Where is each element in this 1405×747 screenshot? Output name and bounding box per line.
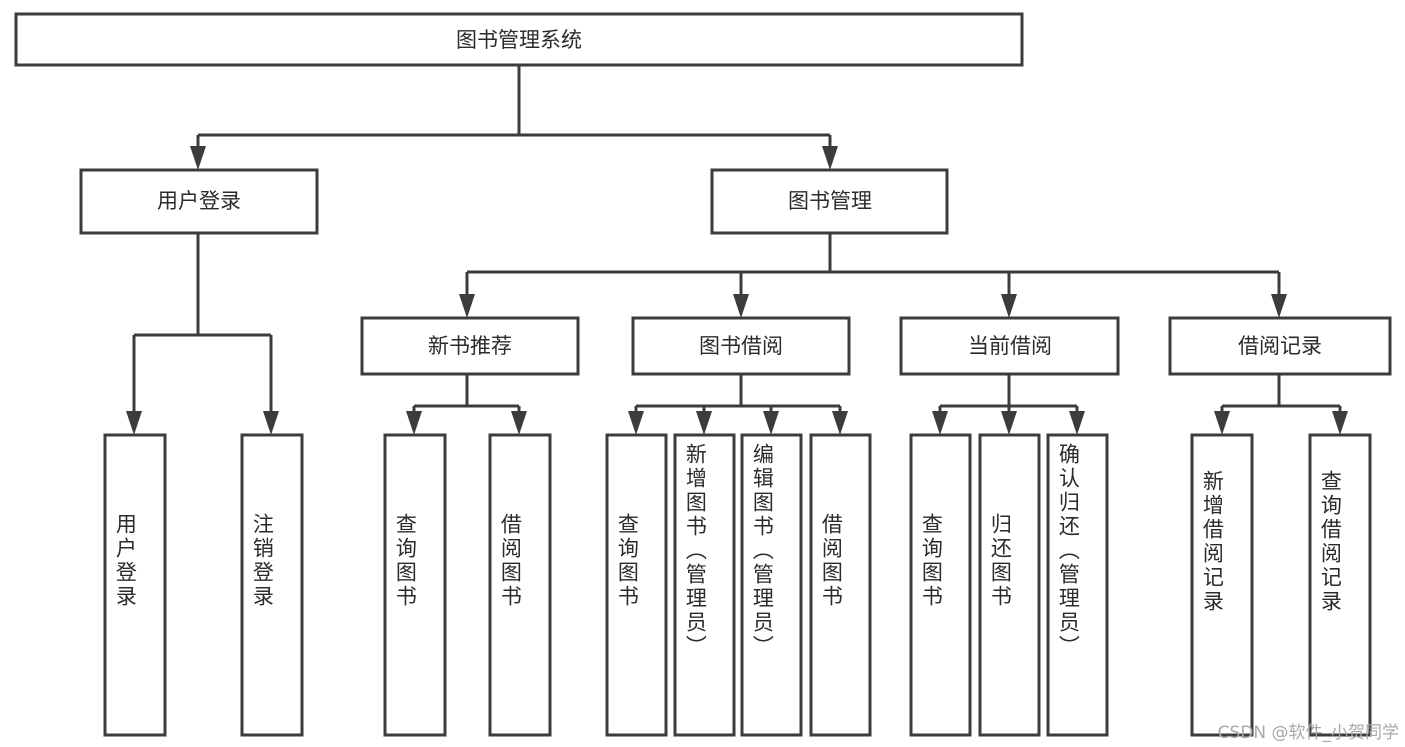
arrow-borrowrecord-leaf-1	[1214, 411, 1230, 435]
node-borrow-record-label: 借阅记录	[1238, 334, 1322, 358]
arrow-bookmgmt-child-4	[1271, 294, 1287, 318]
connector-group-book-management	[459, 233, 1287, 318]
leaf-group-book-borrow	[605, 433, 872, 737]
arrow-bookborrow-leaf-1	[628, 411, 644, 435]
arrow-borrowrecord-leaf-2	[1332, 411, 1348, 435]
node-current-borrow[interactable]: 当前借阅	[899, 316, 1120, 376]
node-book-management-box[interactable]	[710, 168, 949, 235]
node-book-borrow-label: 图书借阅	[699, 334, 783, 358]
arrow-currentborrow-leaf-1	[932, 411, 948, 435]
node-current-borrow-box[interactable]	[899, 316, 1120, 376]
arrow-bookmgmt-child-1	[459, 294, 475, 318]
arrow-currentborrow-leaf-3	[1069, 411, 1085, 435]
leaf-box-current-borrow-3[interactable]	[1046, 433, 1109, 737]
arrow-newbook-leaf-2	[511, 411, 527, 435]
leaf-box-book-borrow-1[interactable]	[605, 433, 668, 737]
arrow-bookmgmt-child-3	[1001, 294, 1017, 318]
node-user-login[interactable]: 用户登录	[79, 168, 319, 235]
node-root-label: 图书管理系统	[456, 28, 582, 52]
leaf-box-book-borrow-4[interactable]	[809, 433, 872, 737]
node-book-management-label: 图书管理	[788, 189, 872, 213]
node-new-book-recommend-box[interactable]	[360, 316, 580, 376]
arrow-root-to-bookmgmt	[822, 146, 838, 170]
leaf-group-new-book	[383, 433, 552, 737]
connector-group-root	[190, 65, 838, 170]
connector-group-borrow-record	[1214, 374, 1348, 435]
node-root[interactable]: 图书管理系统	[14, 12, 1024, 67]
connector-group-new-book	[406, 374, 527, 435]
leaf-box-borrow-record-2[interactable]	[1308, 433, 1372, 737]
arrow-bookborrow-leaf-3	[763, 411, 779, 435]
connector-group-current-borrow	[932, 374, 1085, 435]
leaf-box-user-login-1[interactable]	[103, 433, 167, 737]
arrow-login-leaf-2	[263, 411, 279, 435]
node-borrow-record-box[interactable]	[1168, 316, 1392, 376]
node-borrow-record[interactable]: 借阅记录	[1168, 316, 1392, 376]
node-current-borrow-label: 当前借阅	[968, 334, 1052, 358]
node-root-box[interactable]	[14, 12, 1024, 67]
arrow-newbook-leaf-1	[406, 411, 422, 435]
node-book-borrow-box[interactable]	[631, 316, 851, 376]
node-new-book-recommend[interactable]: 新书推荐	[360, 316, 580, 376]
node-new-book-recommend-label: 新书推荐	[428, 334, 512, 358]
arrow-bookborrow-leaf-4	[832, 411, 848, 435]
leaf-box-book-borrow-3[interactable]	[740, 433, 803, 737]
arrow-bookmgmt-child-2	[733, 294, 749, 318]
leaf-box-new-book-2[interactable]	[488, 433, 552, 737]
arrow-root-to-login	[190, 146, 206, 170]
node-user-login-box[interactable]	[79, 168, 319, 235]
leaf-box-new-book-1[interactable]	[383, 433, 447, 737]
leaf-group-current-borrow	[909, 433, 1109, 737]
leaf-box-user-login-2[interactable]	[240, 433, 304, 737]
leaf-box-current-borrow-2[interactable]	[978, 433, 1041, 737]
arrow-login-leaf-1	[126, 411, 142, 435]
node-book-borrow[interactable]: 图书借阅	[631, 316, 851, 376]
connector-group-book-borrow	[628, 374, 848, 435]
connector-group-user-login	[126, 233, 279, 435]
node-user-login-label: 用户登录	[157, 189, 241, 213]
leaf-box-borrow-record-1[interactable]	[1190, 433, 1254, 737]
csdn-watermark: CSDN @软件_小贺同学	[1217, 723, 1399, 743]
node-book-management[interactable]: 图书管理	[710, 168, 949, 235]
leaf-box-current-borrow-1[interactable]	[909, 433, 972, 737]
arrow-bookborrow-leaf-2	[696, 411, 712, 435]
leaf-group-borrow-record	[1190, 433, 1372, 737]
leaf-group-user-login	[103, 433, 304, 737]
leaf-box-book-borrow-2[interactable]	[673, 433, 736, 737]
arrow-currentborrow-leaf-2	[1001, 411, 1017, 435]
